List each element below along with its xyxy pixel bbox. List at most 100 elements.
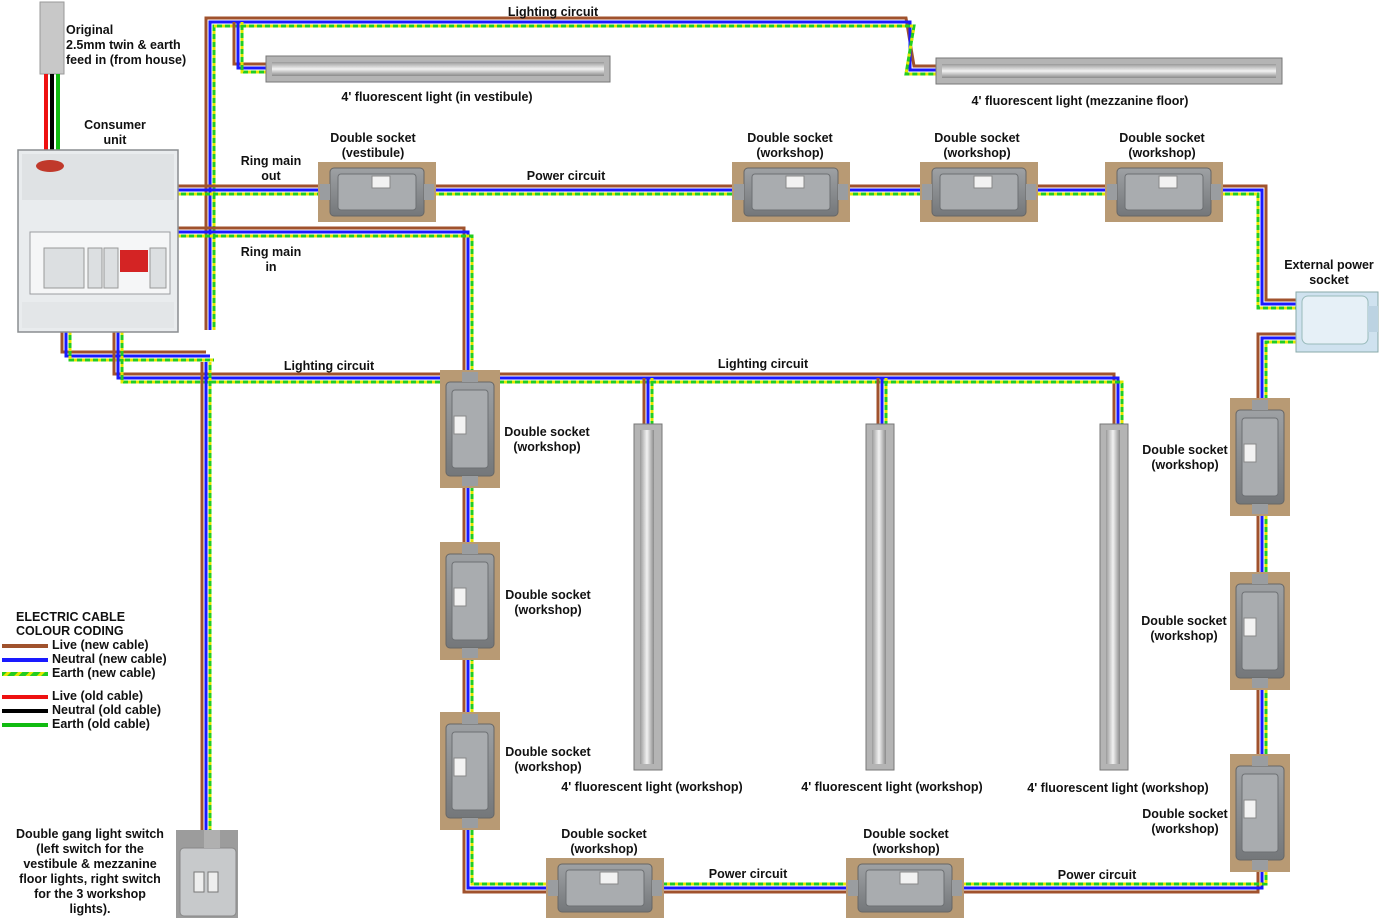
- light-vestibule-label: 4' fluorescent light (in vestibule): [341, 90, 532, 104]
- legend-item: Neutral (new cable): [2, 652, 167, 666]
- ring-main-out-label-2: out: [261, 169, 281, 183]
- socket-workshop-right1-label-2: (workshop): [1151, 458, 1218, 472]
- socket-workshop-left2-label-2: (workshop): [514, 603, 581, 617]
- socket-workshop-top3-label-2: (workshop): [1128, 146, 1195, 160]
- power-cable-left-1: [462, 660, 474, 712]
- switch-label-line6: lights).: [70, 902, 111, 916]
- svg-text:Original: Original: [66, 23, 113, 37]
- switch-cable: [200, 362, 212, 830]
- double-socket-workshop-top-1: [732, 162, 850, 222]
- lighting-cable-top: [204, 16, 936, 330]
- lighting-cable-vestibule: [232, 22, 266, 74]
- switch-label-line4: floor lights, right switch: [19, 872, 161, 886]
- power-cable-right-1: [1256, 332, 1296, 398]
- external-socket-label-2: socket: [1309, 273, 1349, 287]
- power-circuit-top-label: Power circuit: [527, 169, 606, 183]
- lighting-circuit-top-label: Lighting circuit: [508, 5, 599, 19]
- power-cable-right-4: [964, 872, 1268, 894]
- power-cable-right-3: [1256, 690, 1268, 754]
- double-socket-workshop-left-1: [440, 370, 500, 488]
- double-socket-workshop-bottom-1: [546, 858, 664, 918]
- legend-swatch: [2, 695, 48, 699]
- lighting-circuit-mid-label: Lighting circuit: [718, 357, 809, 371]
- socket-workshop-right2-label-1: Double socket: [1141, 614, 1227, 628]
- socket-workshop-right1-label-1: Double socket: [1142, 443, 1228, 457]
- socket-workshop-top2-label-1: Double socket: [934, 131, 1020, 145]
- legend: ELECTRIC CABLE COLOUR CODING Live (new c…: [2, 610, 167, 731]
- feed-label-line3: feed in (from house): [66, 53, 186, 67]
- double-socket-workshop-left-2: [440, 542, 500, 660]
- switch-label: Double gang light switch (left switch fo…: [16, 827, 164, 916]
- consumer-unit-label-1: Consumer: [84, 118, 146, 132]
- power-cable-top-2: [850, 184, 920, 196]
- fluorescent-light-workshop-2: [865, 423, 895, 771]
- legend-title-line1: ELECTRIC CABLE: [16, 610, 125, 624]
- legend-label: Neutral (old cable): [52, 703, 161, 717]
- socket-vestibule-label-2: (vestibule): [342, 146, 405, 160]
- feed-label: Original 2.5mm twin & earth feed in (fro…: [66, 23, 186, 67]
- lighting-cable-lower: [112, 332, 1124, 424]
- light-mezzanine-label: 4' fluorescent light (mezzanine floor): [972, 94, 1189, 108]
- switch-label-line5: for the 3 workshop: [34, 887, 146, 901]
- consumer-unit-label-2: unit: [104, 133, 128, 147]
- socket-workshop-bottom1-label-1: Double socket: [561, 827, 647, 841]
- double-socket-workshop-bottom-2: [846, 858, 964, 918]
- socket-workshop-left3-label-1: Double socket: [505, 745, 591, 759]
- original-feed-cable: [39, 1, 65, 150]
- legend-label: Live (new cable): [52, 638, 149, 652]
- socket-vestibule-label-1: Double socket: [330, 131, 416, 145]
- light-workshop-label-2: 4' fluorescent light (workshop): [801, 780, 982, 794]
- socket-workshop-top1-label-1: Double socket: [747, 131, 833, 145]
- socket-workshop-left3-label-2: (workshop): [514, 760, 581, 774]
- legend-label: Earth (old cable): [52, 717, 150, 731]
- consumer-unit: [17, 149, 179, 333]
- power-cable-bottom-2: [462, 830, 546, 894]
- power-cable-right-2: [1256, 516, 1268, 572]
- double-socket-workshop-right-2: [1230, 572, 1290, 690]
- socket-workshop-right3-label-1: Double socket: [1142, 807, 1228, 821]
- lighting-drop-2: [876, 378, 888, 424]
- legend-label: Neutral (new cable): [52, 652, 167, 666]
- light-workshop-label-3: 4' fluorescent light (workshop): [1027, 781, 1208, 795]
- ring-main-in-label-1: Ring main: [241, 245, 301, 259]
- fluorescent-light-workshop-1: [633, 423, 663, 771]
- legend-swatch: [2, 658, 48, 662]
- legend-swatch: [2, 709, 48, 713]
- double-socket-workshop-right-3: [1230, 754, 1290, 872]
- legend-label: Live (old cable): [52, 689, 143, 703]
- socket-workshop-right3-label-2: (workshop): [1151, 822, 1218, 836]
- legend-item: Live (new cable): [2, 638, 149, 652]
- ring-main-out-cable: [178, 184, 318, 196]
- socket-workshop-right2-label-2: (workshop): [1150, 629, 1217, 643]
- double-socket-workshop-top-2: [920, 162, 1038, 222]
- legend-title-line2: COLOUR CODING: [16, 624, 124, 638]
- ring-main-out-label-1: Ring main: [241, 154, 301, 168]
- legend-item: Neutral (old cable): [2, 703, 161, 717]
- double-socket-workshop-right-1: [1230, 398, 1290, 516]
- switch-label-line1: Double gang light switch: [16, 827, 164, 841]
- double-socket-vestibule: [318, 162, 436, 222]
- legend-item: Earth (old cable): [2, 717, 150, 731]
- lighting-drop-1: [642, 378, 654, 424]
- fluorescent-light-vestibule: [265, 55, 611, 83]
- legend-item: Earth (new cable): [2, 666, 156, 680]
- power-cable-top-4: [1222, 184, 1296, 310]
- socket-workshop-top2-label-2: (workshop): [943, 146, 1010, 160]
- double-socket-workshop-top-3: [1105, 162, 1223, 222]
- legend-swatch: [2, 644, 48, 648]
- socket-workshop-bottom1-label-2: (workshop): [570, 842, 637, 856]
- switch-label-line3: vestibule & mezzanine: [23, 857, 156, 871]
- fluorescent-light-mezzanine: [935, 57, 1283, 85]
- socket-workshop-left1-label-1: Double socket: [504, 425, 590, 439]
- power-cable-left-2: [462, 488, 474, 542]
- legend-swatch: [2, 723, 48, 727]
- svg-text:2.5mm twin & earth: 2.5mm twin & earth: [66, 38, 181, 52]
- socket-workshop-left2-label-1: Double socket: [505, 588, 591, 602]
- switch-label-line2: (left switch for the: [36, 842, 144, 856]
- power-circuit-bottom-left-label: Power circuit: [709, 867, 788, 881]
- legend-swatch-stripe: [2, 672, 48, 676]
- legend-item: Live (old cable): [2, 689, 143, 703]
- external-socket-label-1: External power: [1284, 258, 1374, 272]
- power-cable-top-1: [436, 184, 732, 196]
